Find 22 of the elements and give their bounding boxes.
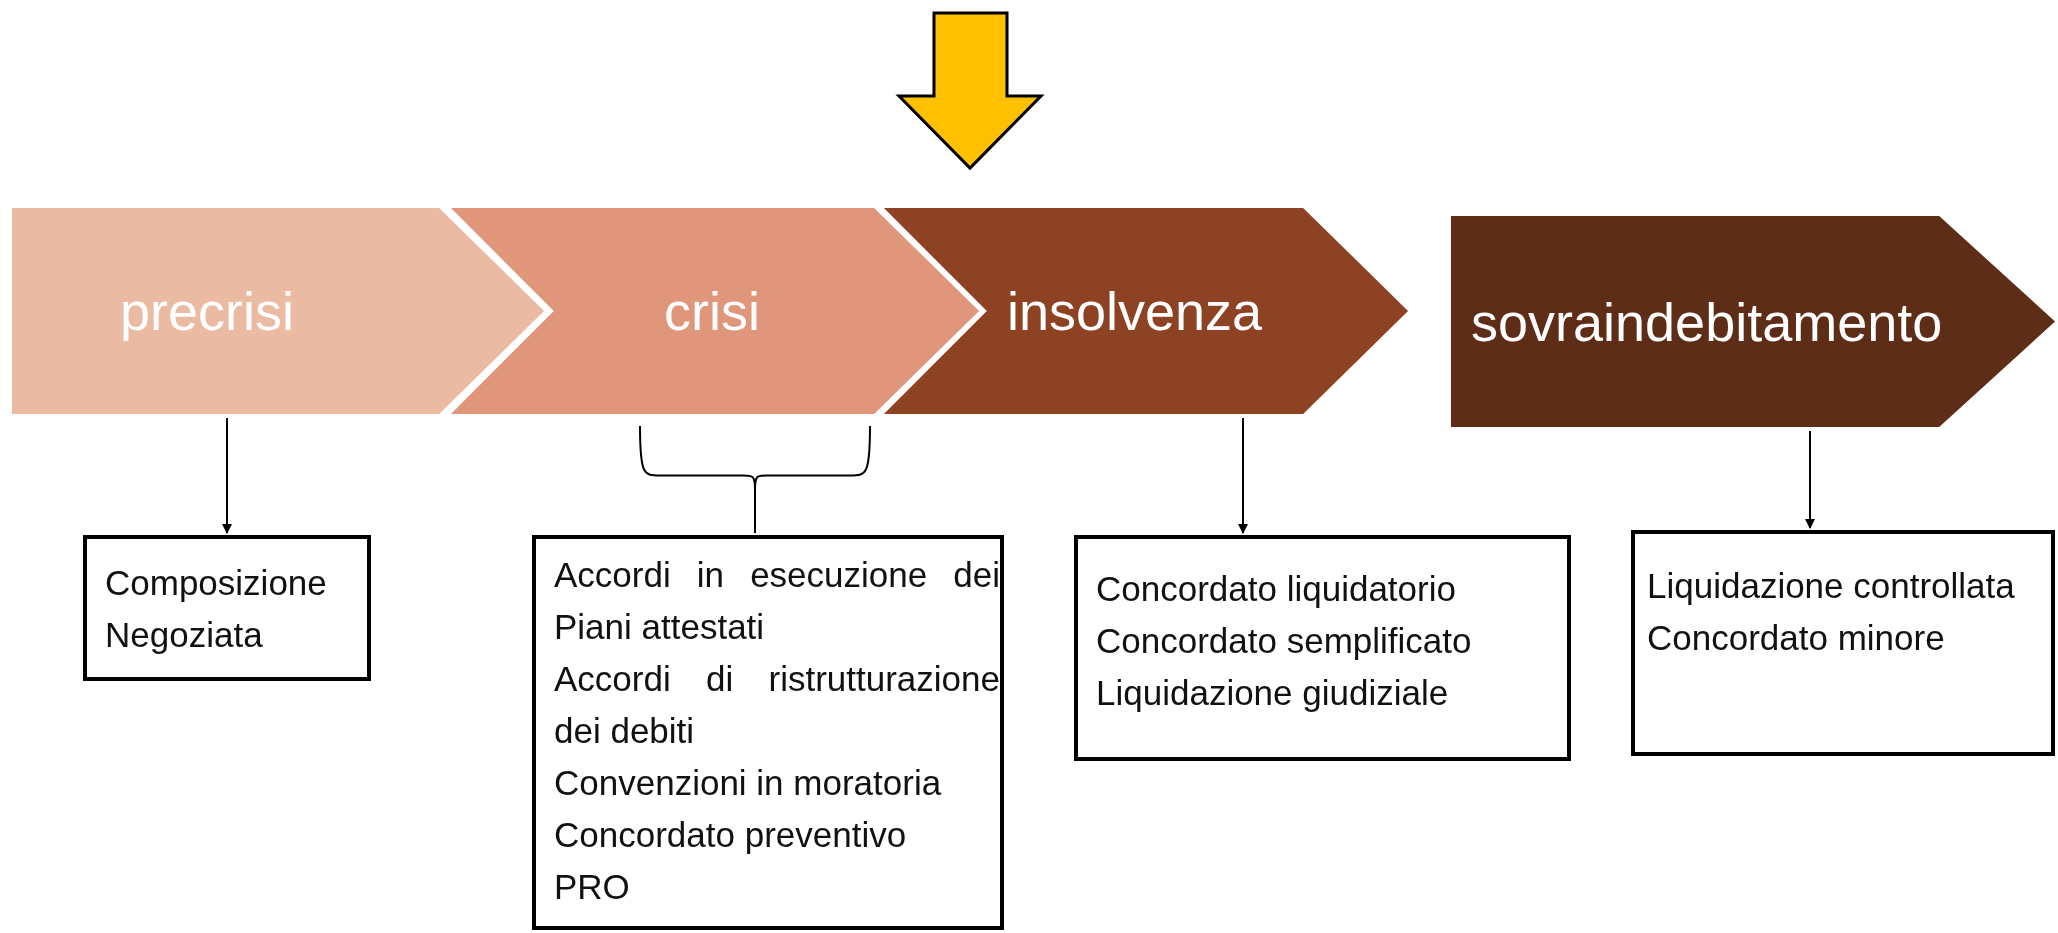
procedure-text: Composizione Negoziata — [105, 562, 328, 656]
procedure-text: Concordato preventivo — [554, 814, 908, 856]
arrow — [1238, 417, 1248, 534]
procedure-box — [532, 535, 1004, 930]
procedure-text: Accordi di ristrutturazione dei debiti — [554, 658, 1000, 752]
arrow — [1805, 430, 1815, 529]
arrow — [222, 417, 232, 534]
procedure-text: Concordato minore — [1647, 617, 1946, 659]
procedure-box — [83, 535, 371, 681]
procedure-text: Concordato semplificato — [1096, 620, 1473, 662]
procedure-text: Concordato liquidatorio — [1096, 568, 1457, 610]
procedure-text: Accordi in esecuzione dei Piani attestati — [554, 554, 1000, 648]
stage-label: insolvenza — [1007, 280, 1263, 342]
procedure-text: Liquidazione giudiziale — [1096, 672, 1450, 714]
brace-connector — [639, 425, 871, 534]
procedure-box — [1074, 535, 1571, 761]
procedure-text: Convenzioni in moratoria — [554, 762, 943, 804]
stage-label: sovraindebitamento — [1471, 290, 1943, 353]
procedure-text: PRO — [554, 866, 631, 908]
stage-label: crisi — [664, 280, 760, 342]
procedure-box — [1631, 530, 2055, 756]
procedure-text: Liquidazione controllata — [1647, 565, 2016, 607]
